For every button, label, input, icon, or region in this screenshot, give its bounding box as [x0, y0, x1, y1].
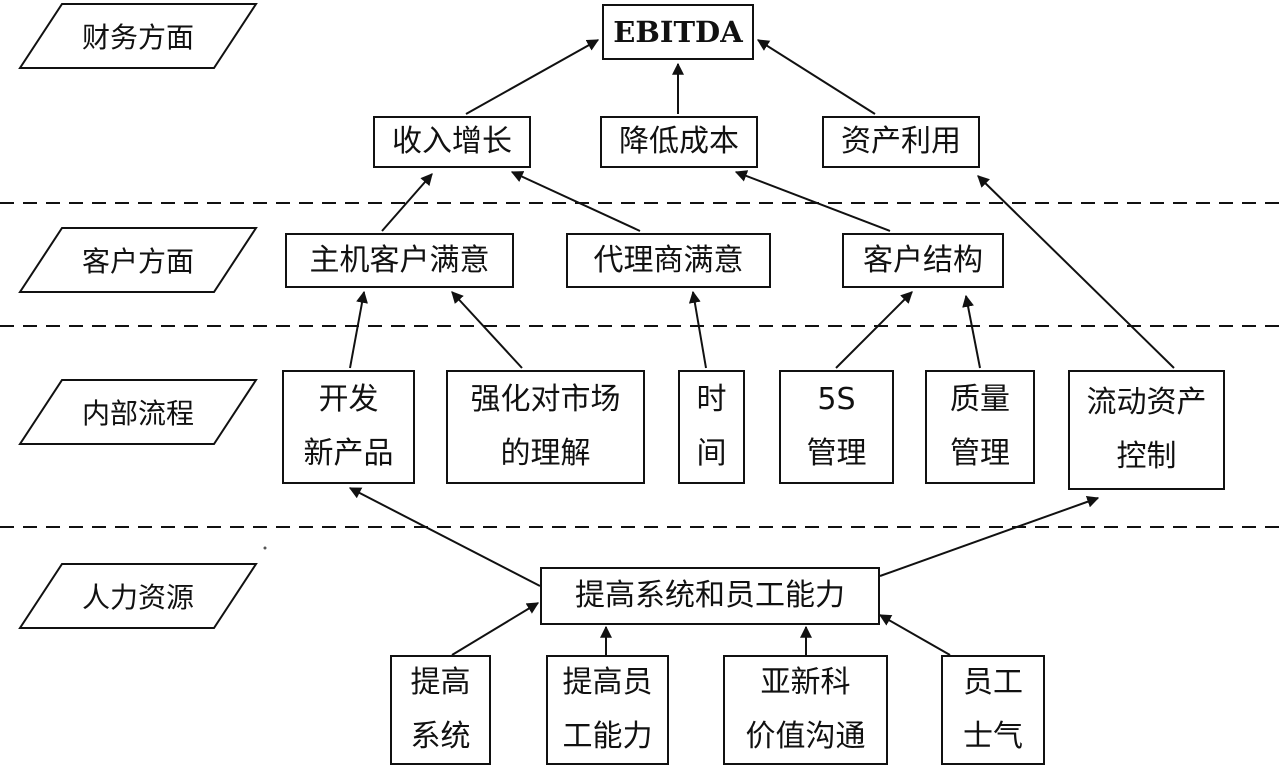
parallelogram-shape — [18, 563, 258, 629]
arrow-capability-to-currentassets — [879, 495, 1100, 577]
node-5s-line-2: 管理 — [806, 436, 867, 471]
node-new-product: 开发 新产品 — [282, 370, 415, 484]
node-staff-morale-line-2: 士气 — [963, 719, 1023, 754]
stray-mark — [263, 546, 267, 550]
arrow-system-to-capability — [451, 602, 540, 656]
node-improve-system: 提高 系统 — [390, 655, 491, 765]
lane-hr: 人力资源 — [18, 562, 258, 630]
node-value-communication-line-1: 亚新科 — [760, 665, 851, 700]
node-customer-structure: 客户结构 — [842, 233, 1004, 288]
node-improve-system-line-2: 系统 — [410, 719, 471, 754]
node-improve-staff: 提高员 工能力 — [546, 655, 669, 765]
arrow-capability-to-newproduct — [348, 487, 541, 587]
node-host-customer: 主机客户满意 — [285, 233, 514, 288]
node-revenue-growth: 收入增长 — [373, 116, 531, 168]
arrow-time-to-agent — [688, 290, 707, 369]
node-improve-capability: 提高系统和员工能力 — [540, 567, 880, 625]
arrow-assets-to-ebitda — [756, 39, 876, 115]
arrow-5s-to-structure — [835, 291, 913, 369]
node-time: 时 间 — [678, 370, 745, 484]
node-market-understanding-line-1: 强化对市场 — [470, 382, 621, 417]
node-staff-morale: 员工 士气 — [941, 655, 1045, 765]
arrow-newproduct-to-host — [349, 290, 368, 369]
parallelogram-shape — [18, 379, 258, 445]
parallelogram-shape — [18, 227, 258, 293]
lane-customer-label: 客户方面 — [81, 245, 194, 278]
node-new-product-line-1: 开发 — [318, 382, 379, 417]
node-time-line-1: 时 — [696, 382, 727, 417]
lane-internal: 内部流程 — [18, 378, 258, 446]
arrow-market-to-host — [451, 291, 523, 369]
arrow-quality-to-structure — [962, 294, 981, 369]
node-current-assets: 流动资产 控制 — [1068, 370, 1225, 490]
node-improve-staff-line-1: 提高员 — [562, 665, 653, 700]
arrow-agent-to-revenue — [510, 171, 641, 232]
node-cost-reduction: 降低成本 — [600, 116, 758, 168]
node-value-communication-line-2: 价值沟通 — [745, 719, 866, 754]
node-asset-utilization: 资产利用 — [822, 116, 980, 168]
lane-hr-label: 人力资源 — [81, 581, 194, 614]
node-quality-line-2: 管理 — [950, 436, 1010, 471]
arrow-currentassets-to-assets — [977, 175, 1175, 369]
node-value-communication: 亚新科 价值沟通 — [723, 655, 888, 765]
node-market-understanding-line-2: 的理解 — [500, 436, 591, 471]
node-quality: 质量 管理 — [925, 370, 1035, 484]
node-5s-line-1: 5S — [817, 382, 856, 417]
arrow-structure-to-cost — [734, 170, 891, 232]
node-current-assets-line-2: 控制 — [1116, 439, 1177, 474]
node-improve-staff-line-2: 工能力 — [562, 719, 653, 754]
arrow-host-to-revenue — [381, 173, 433, 232]
node-agent-satisfaction: 代理商满意 — [566, 233, 771, 288]
node-ebitda: EBITDA — [602, 4, 754, 60]
node-staff-morale-line-1: 员工 — [963, 665, 1023, 700]
node-market-understanding: 强化对市场 的理解 — [446, 370, 645, 484]
node-improve-system-line-1: 提高 — [410, 665, 471, 700]
lane-customer: 客户方面 — [18, 226, 258, 294]
node-5s: 5S 管理 — [779, 370, 894, 484]
node-time-line-2: 间 — [696, 436, 727, 471]
arrow-morale-to-capability — [878, 614, 951, 656]
arrow-revenue-to-ebitda — [465, 39, 600, 115]
node-current-assets-line-1: 流动资产 — [1086, 385, 1207, 420]
node-quality-line-1: 质量 — [950, 382, 1010, 417]
lane-financial: 财务方面 — [18, 2, 258, 70]
lane-internal-label: 内部流程 — [81, 397, 194, 430]
lane-financial-label: 财务方面 — [81, 21, 194, 54]
node-new-product-line-2: 新产品 — [303, 436, 394, 471]
parallelogram-shape — [18, 3, 258, 69]
